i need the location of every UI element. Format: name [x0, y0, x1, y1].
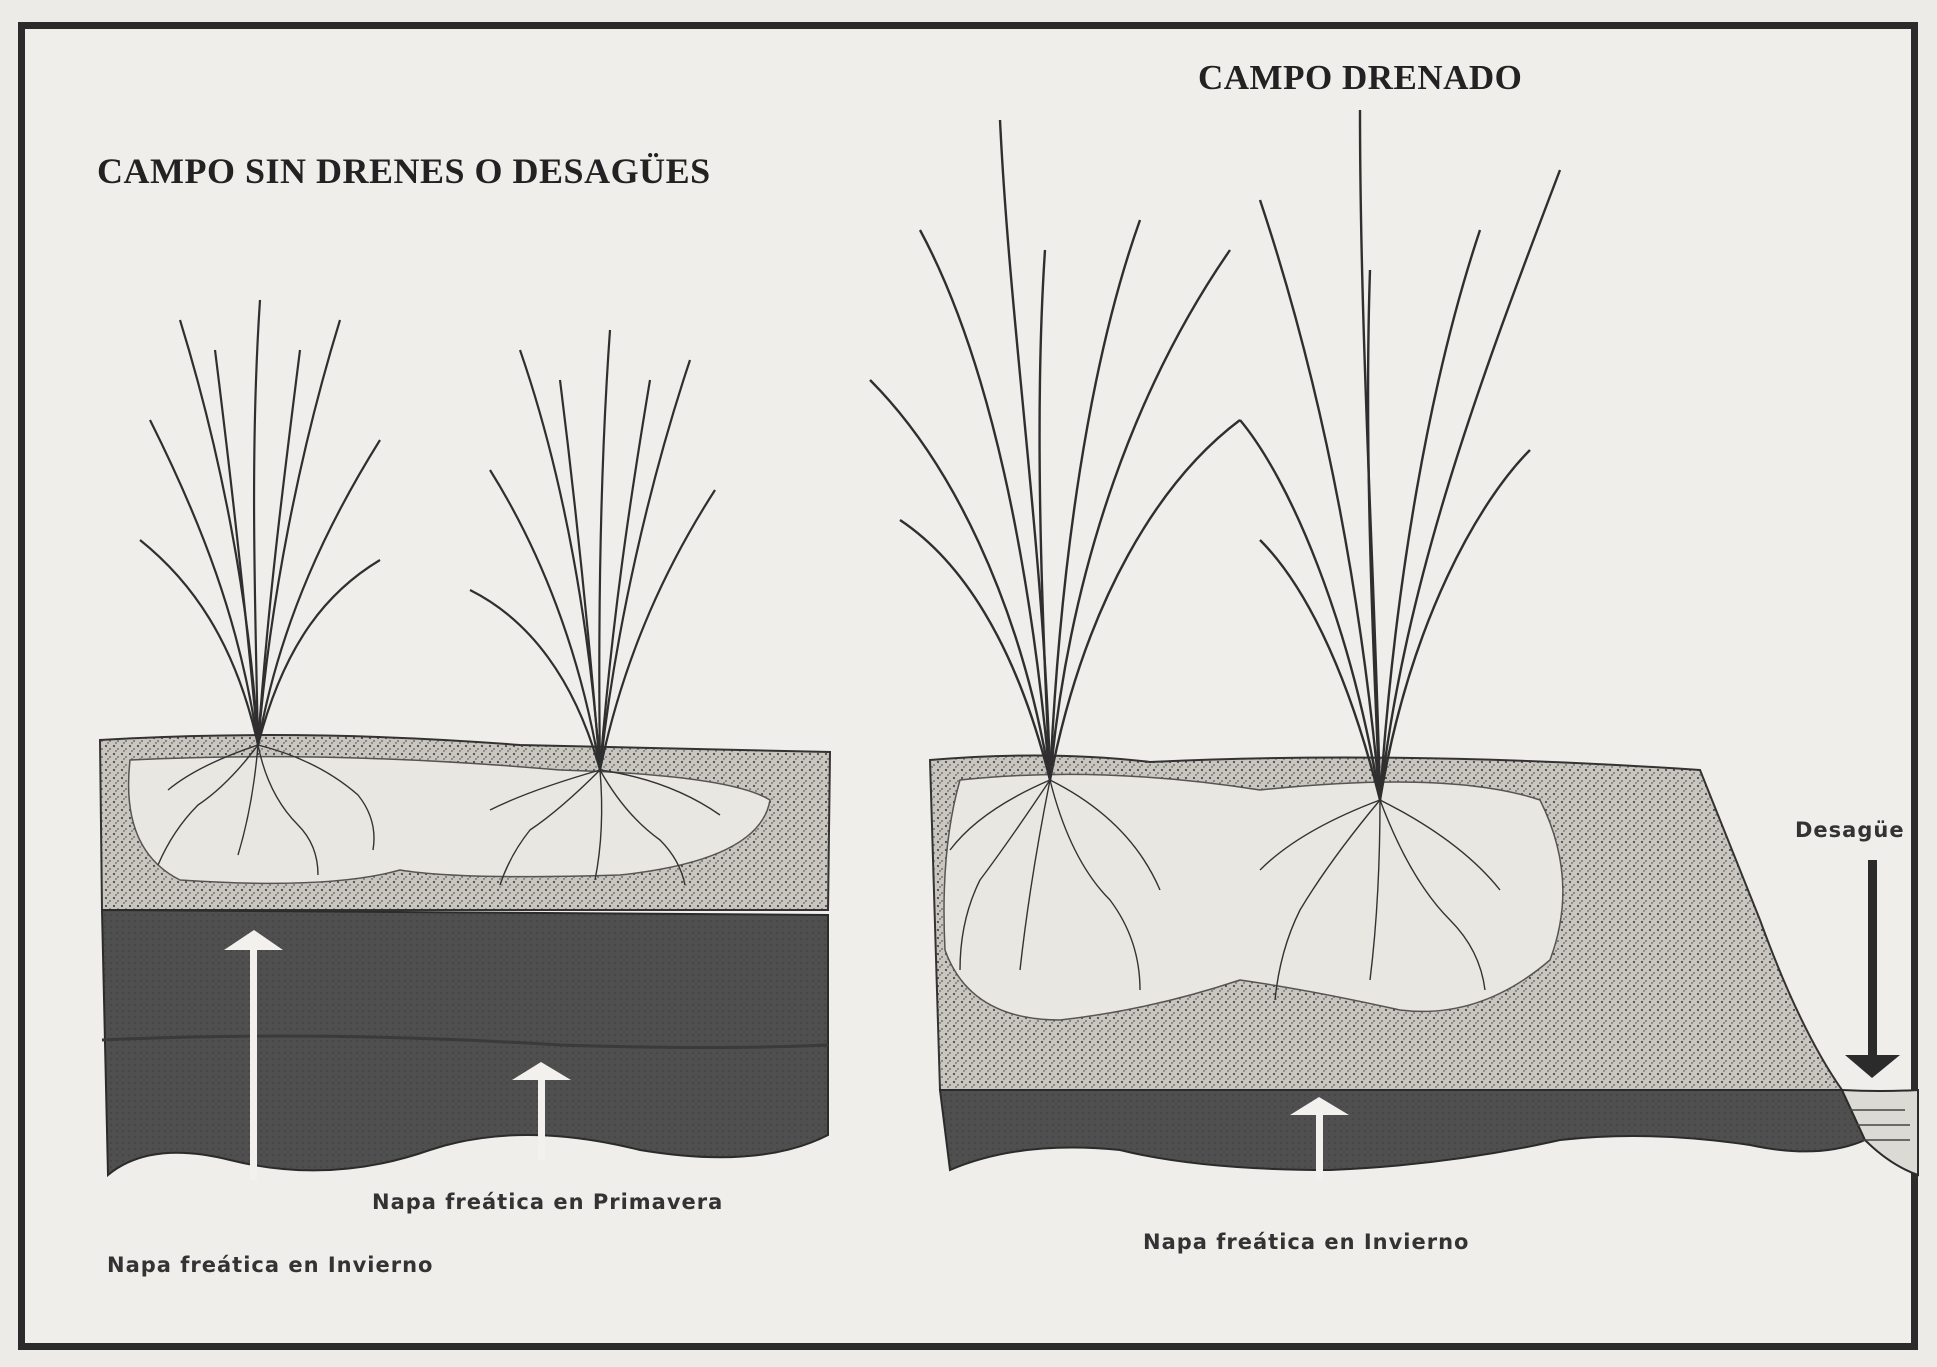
right-water-table — [940, 1090, 1865, 1170]
right-grass-plant-1 — [870, 120, 1240, 780]
left-winter-water-table-label: Napa freática en Invierno — [107, 1253, 433, 1277]
left-soil-block — [100, 735, 830, 910]
left-grass-plant-2 — [470, 330, 715, 770]
left-water-table — [102, 910, 828, 1175]
left-panel-title: CAMPO SIN DRENES O DESAGÜES — [97, 150, 711, 192]
left-grass-plant-1 — [140, 300, 380, 745]
right-panel-title: CAMPO DRENADO — [1198, 58, 1522, 98]
left-spring-water-table-label: Napa freática en Primavera — [372, 1190, 723, 1214]
right-grass-plant-2 — [1240, 110, 1560, 800]
right-winter-water-table-label: Napa freática en Invierno — [1143, 1230, 1469, 1254]
drain-label: Desagüe — [1795, 818, 1905, 842]
drain-arrow-icon — [1845, 860, 1900, 1078]
right-soil-block — [930, 755, 1842, 1090]
